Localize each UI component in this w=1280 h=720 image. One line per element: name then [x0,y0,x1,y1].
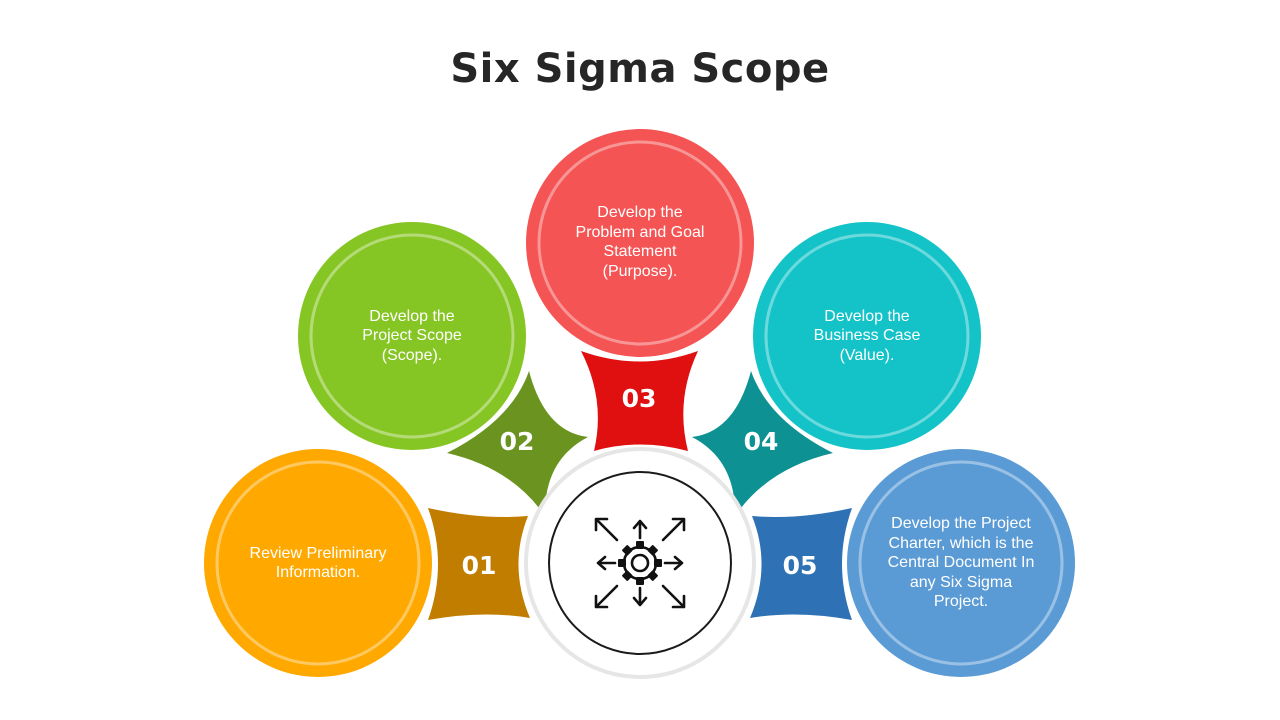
step-01-connector [428,508,530,620]
step-02-number: 02 [500,427,535,456]
step-01-number: 01 [462,551,497,580]
step-03-number: 03 [622,384,657,413]
gear-with-outward-arrows-icon [594,517,686,609]
step-04-description: Develop the Business Case (Value). [813,307,921,364]
page-title: Six Sigma Scope [450,46,830,92]
step-01-circle [204,449,432,677]
step-03-connector [581,351,698,451]
step-04-connector [692,371,833,516]
step-03-description: Develop the Problem and Goal Statement (… [575,204,705,280]
step-05-number: 05 [783,551,818,580]
step-02-description: Develop the Project Scope (Scope). [362,307,462,364]
step-04-number: 04 [744,427,779,456]
step-02-circle [298,222,526,450]
step-04-circle [753,222,981,450]
step-05-circle [847,449,1075,677]
step-05-connector [750,508,852,620]
step-01-description: Review Preliminary Information. [249,544,387,582]
center-hub [524,447,756,679]
step-03-circle [526,129,754,357]
step-02-connector [447,371,588,516]
step-05-description: Develop the Project Charter, which is th… [887,515,1035,611]
